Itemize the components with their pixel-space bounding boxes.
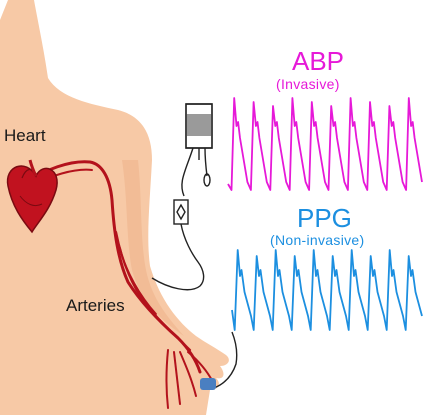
- heart-icon: [6, 159, 58, 234]
- pressure-device-icon: [151, 103, 213, 291]
- abp-title: ABP: [292, 46, 345, 76]
- ppg-waveform: [231, 249, 423, 331]
- artery-ulnar: [119, 247, 157, 315]
- body-silhouette: [0, 0, 229, 415]
- arteries-label: Arteries: [66, 296, 125, 315]
- ppg-title: PPG: [297, 203, 352, 233]
- arm-shading: [122, 160, 184, 336]
- ppg-sensor-icon: [200, 331, 238, 390]
- artery-finger-2: [173, 351, 181, 405]
- abp-waveform: [227, 97, 423, 191]
- arteries: [26, 160, 215, 409]
- heart-label: Heart: [4, 126, 46, 145]
- artery-finger-1: [179, 351, 197, 397]
- artery-finger-3: [165, 349, 169, 409]
- abp-subtitle: (Invasive): [276, 76, 340, 92]
- ppg-subtitle: (Non-invasive): [270, 232, 365, 248]
